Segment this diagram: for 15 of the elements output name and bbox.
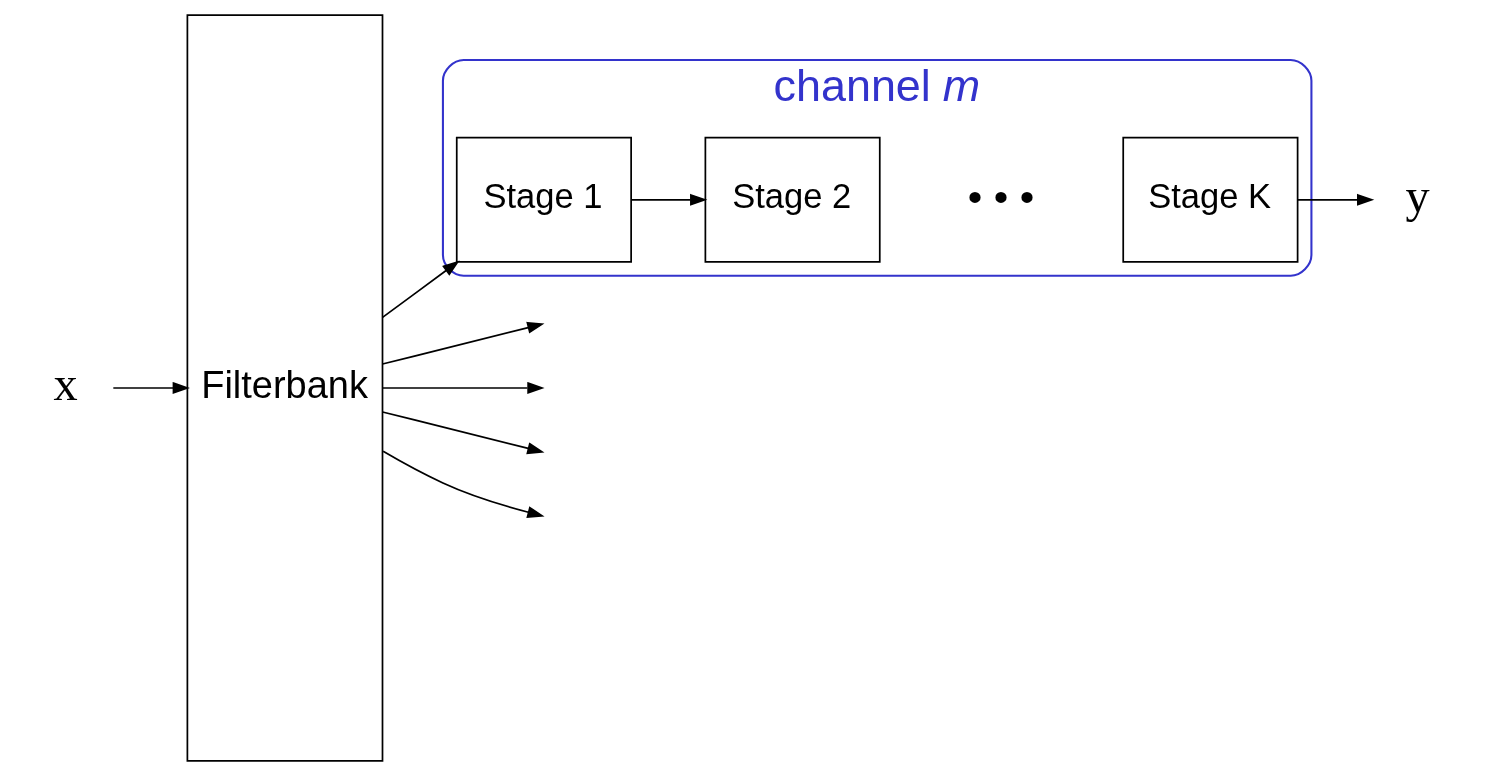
arrow (381, 411, 545, 455)
node-box: Stage 1 (455, 136, 632, 263)
arrow (112, 381, 190, 395)
arrow (1296, 193, 1375, 206)
node-text: y (1405, 168, 1430, 222)
arrow (381, 321, 545, 365)
node-text: x (53, 356, 78, 410)
node-box: Stage 2 (704, 136, 881, 263)
arrow (381, 260, 460, 319)
arrow (382, 450, 545, 518)
node-box: Stage K (1122, 136, 1299, 263)
label: • • • (967, 172, 1035, 220)
arrow (630, 193, 708, 206)
node-box: Filterbank (186, 14, 384, 762)
arrow (381, 381, 545, 395)
